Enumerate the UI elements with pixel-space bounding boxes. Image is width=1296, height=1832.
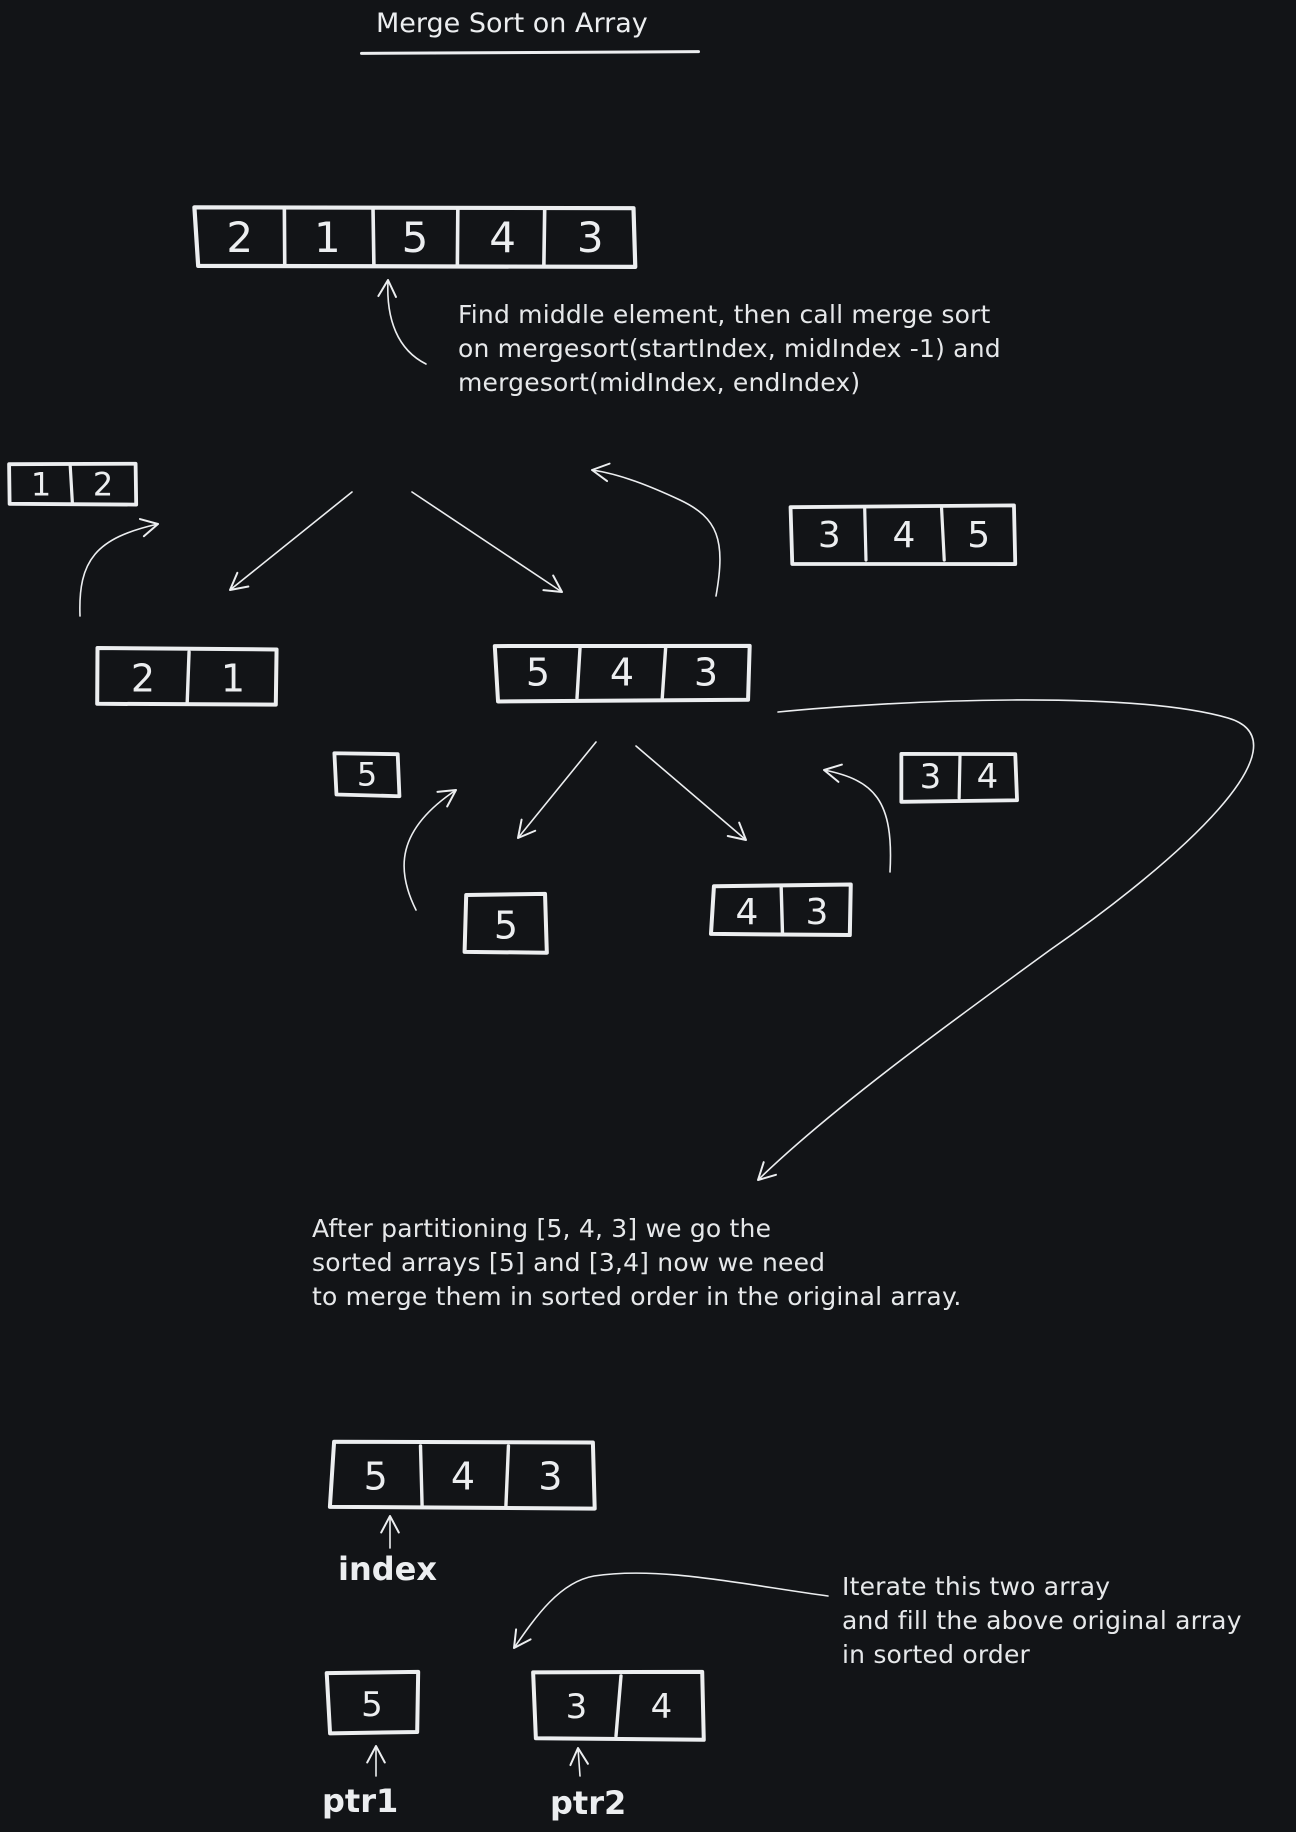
array-root: 2 1 5 4 3 [192,205,638,269]
arrow-iterate [513,1572,829,1649]
arrow-split-right [411,491,563,593]
array-cell-divider [575,644,582,700]
array-frame [708,882,853,938]
array-merge-input-a: 5 [324,1669,421,1736]
array-frame [324,1669,421,1736]
array-cell-value: 4 [736,892,759,933]
note-split-line-3: mergesort(midIndex, endIndex) [458,368,861,397]
array-cell-value: 1 [314,213,341,262]
array-right-left: 5 [462,891,549,955]
note-split-line-2: on mergesort(startIndex, midIndex -1) an… [458,334,1001,363]
label-index: index [338,1550,437,1588]
array-cell-divider [68,462,75,506]
array-frame [462,891,549,955]
array-cell-divider [863,506,868,562]
array-cell-value: 1 [31,466,51,504]
note-iterate: Iterate this two array and fill the abov… [842,1570,1242,1672]
array-cell-divider [418,1444,424,1508]
array-cell-value: 5 [494,904,518,948]
array-frame [192,205,638,269]
note-merge: After partitioning [5, 4, 3] we go the s… [312,1212,962,1314]
array-cell-value: 3 [566,1687,588,1727]
array-cell-divider [660,644,668,700]
array-cell-value: 2 [93,466,113,504]
note-split: Find middle element, then call merge sor… [458,298,1001,400]
note-split-line-1: Find middle element, then call merge sor… [458,300,991,329]
array-frame [7,461,139,507]
array-frame [531,1669,706,1742]
array-cell-value: 3 [538,1455,562,1499]
array-frame [332,751,402,799]
array-cell-value: 5 [364,1455,388,1499]
array-cell-divider [957,752,962,800]
array-cell-value: 2 [226,213,253,262]
array-frame [899,751,1019,804]
array-frame [327,1439,597,1511]
arrow-to-merge-note [757,699,1255,1181]
array-cell-divider [779,886,785,936]
array-cell-value: 5 [357,756,377,794]
arrow-ptr2-pointer [569,1747,589,1777]
array-cell-divider [614,1674,623,1738]
note-merge-line-3: to merge them in sorted order in the ori… [312,1282,962,1311]
arrow-split-right-left [517,741,597,839]
array-cell-value: 4 [651,1687,673,1727]
array-sorted-single: 5 [332,751,402,799]
arrow-single-up [403,789,457,911]
note-merge-line-2: sorted arrays [5] and [3,4] now we need [312,1248,826,1277]
note-iterate-line-2: and fill the above original array [842,1606,1242,1635]
array-cell-value: 3 [818,515,841,556]
array-cell-value: 3 [694,651,718,695]
array-cell-value: 5 [402,213,429,262]
arrow-split-right-right [635,745,747,841]
array-cell-divider [542,206,547,268]
array-cell-value: 3 [806,892,829,933]
array-merge-target: 5 4 3 [327,1439,597,1511]
array-cell-value: 3 [920,757,942,797]
array-cell-value: 2 [131,657,155,701]
array-cell-value: 5 [526,651,550,695]
array-cell-divider [939,506,946,562]
array-cell-value: 5 [361,1685,383,1725]
array-frame [95,646,279,707]
array-cell-value: 3 [577,213,604,262]
array-sorted-right: 3 4 5 [788,503,1018,566]
array-cell-value: 4 [451,1455,475,1499]
note-iterate-line-1: Iterate this two array [842,1572,1111,1601]
array-cell-divider [504,1444,511,1508]
label-ptr2: ptr2 [550,1784,627,1822]
array-cell-divider [185,650,191,706]
array-cell-value: 4 [489,213,516,262]
arrow-right-up [591,462,721,597]
note-iterate-line-3: in sorted order [842,1640,1030,1669]
array-right-half: 5 4 3 [492,643,752,704]
array-cell-divider [371,206,376,268]
array-cell-value: 5 [967,515,990,556]
arrow-split-left [229,491,353,591]
array-cell-value: 4 [977,757,999,797]
arrow-pair-up [823,763,892,873]
array-cell-value: 4 [610,651,634,695]
arrow-left-up [79,518,159,617]
array-cell-value: 1 [221,657,245,701]
diagram-title: Merge Sort on Array [376,8,648,39]
array-cell-value: 4 [893,515,916,556]
arrow-note-to-root [377,279,427,365]
array-frame [788,503,1018,566]
label-ptr1: ptr1 [322,1782,399,1820]
note-merge-line-1: After partitioning [5, 4, 3] we go the [312,1214,772,1243]
